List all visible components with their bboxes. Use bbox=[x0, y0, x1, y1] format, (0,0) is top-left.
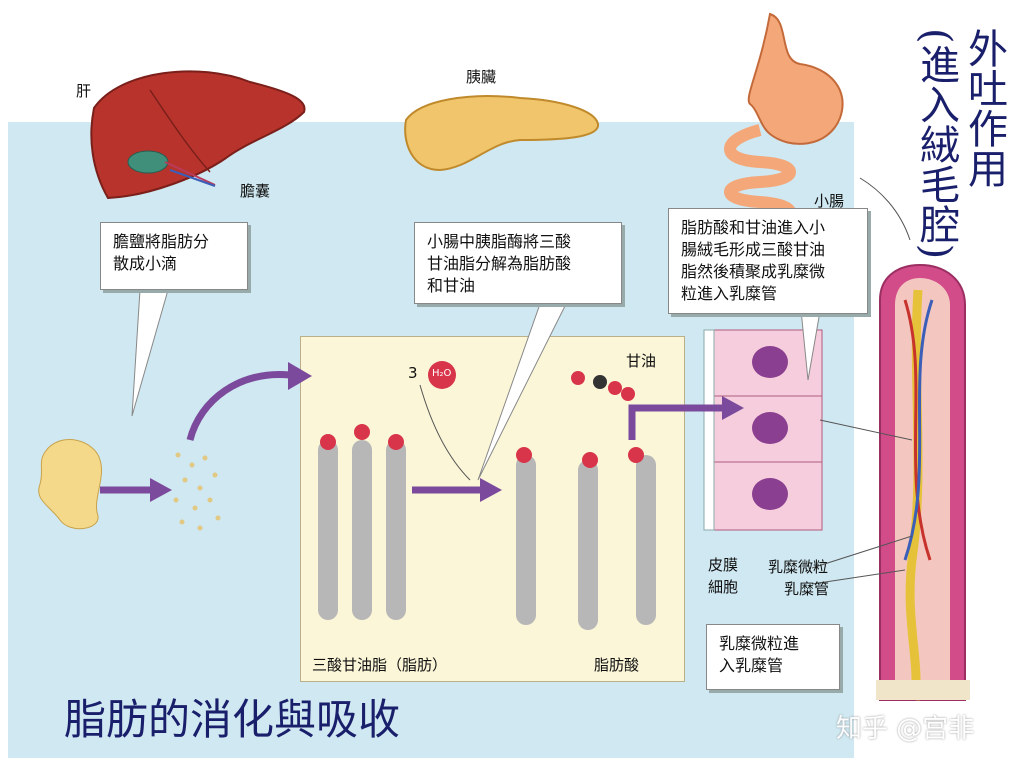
arrow-heads bbox=[150, 362, 744, 502]
epithelial-cells bbox=[703, 329, 823, 531]
page-title: 脂肪的消化與吸收 bbox=[64, 695, 401, 744]
exocytosis-note-sub: (進入絨毛腔) bbox=[913, 28, 959, 260]
exocytosis-note: 外吐作用 bbox=[961, 28, 1007, 188]
lipase-callout-line3: 和甘油 bbox=[427, 276, 476, 295]
chylo-callout-line2: 入乳糜管 bbox=[719, 656, 784, 675]
lacteal-label: 乳糜管 bbox=[784, 580, 830, 598]
absorb-callout: 脂肪酸和甘油進入小 腸絨毛形成三酸甘油 脂然後積聚成乳糜微 粒進入乳糜管 bbox=[668, 208, 868, 314]
villus-illustration bbox=[876, 263, 970, 701]
chylo-callout-line1: 乳糜微粒進 bbox=[719, 634, 800, 653]
water-molecule bbox=[428, 361, 456, 389]
pancreas-illustration bbox=[404, 95, 599, 172]
absorb-callout-line1: 脂肪酸和甘油進入小 bbox=[681, 218, 826, 237]
epithelial-label: 皮膜 細胞 bbox=[708, 554, 738, 598]
triglyceride-label: 三酸甘油脂（脂肪） bbox=[312, 656, 448, 674]
process-arrows bbox=[100, 370, 722, 494]
epithelial-label-line1: 皮膜 bbox=[708, 556, 739, 574]
triglyceride-molecule bbox=[318, 424, 406, 620]
pancreas-label: 胰臟 bbox=[466, 68, 497, 86]
fatty-acid-label: 脂肪酸 bbox=[594, 656, 640, 674]
fatty-acid-molecules bbox=[516, 447, 656, 630]
bile-callout-line1: 膽鹽將脂肪分 bbox=[113, 232, 210, 251]
leader-lines bbox=[419, 177, 913, 585]
liver-label: 肝 bbox=[76, 82, 92, 100]
fat-droplet bbox=[38, 439, 102, 530]
absorb-callout-line2: 腸絨毛形成三酸甘油 bbox=[681, 240, 826, 259]
absorb-callout-line3: 脂然後積聚成乳糜微 bbox=[681, 262, 826, 281]
watermark: 知乎 @宫非 bbox=[836, 714, 975, 744]
lipase-callout: 小腸中胰脂酶將三酸 甘油脂分解為脂肪酸 和甘油 bbox=[414, 222, 622, 304]
emulsified-droplets bbox=[173, 452, 221, 531]
lipase-callout-line2: 甘油脂分解為脂肪酸 bbox=[427, 254, 572, 273]
lipase-callout-line1: 小腸中胰脂酶將三酸 bbox=[427, 232, 572, 251]
liver-illustration bbox=[90, 70, 306, 200]
chylomicron-label: 乳糜微粒 bbox=[768, 558, 829, 576]
bile-callout: 膽鹽將脂肪分 散成小滴 bbox=[100, 222, 248, 290]
water-label: H₂O bbox=[432, 368, 452, 379]
absorb-callout-line4: 粒進入乳糜管 bbox=[681, 284, 778, 303]
glycerol-label: 甘油 bbox=[626, 352, 657, 370]
small-intestine-label: 小腸 bbox=[814, 192, 845, 210]
water-coefficient: 3 bbox=[408, 364, 418, 382]
callout-pointers bbox=[131, 289, 823, 481]
bile-callout-line2: 散成小滴 bbox=[113, 254, 178, 273]
glycerol-molecule bbox=[571, 371, 635, 401]
chylo-callout: 乳糜微粒進 入乳糜管 bbox=[706, 624, 840, 690]
epithelial-label-line2: 細胞 bbox=[708, 578, 739, 596]
stomach-illustration bbox=[724, 12, 844, 226]
gallbladder-label: 膽囊 bbox=[240, 182, 271, 200]
